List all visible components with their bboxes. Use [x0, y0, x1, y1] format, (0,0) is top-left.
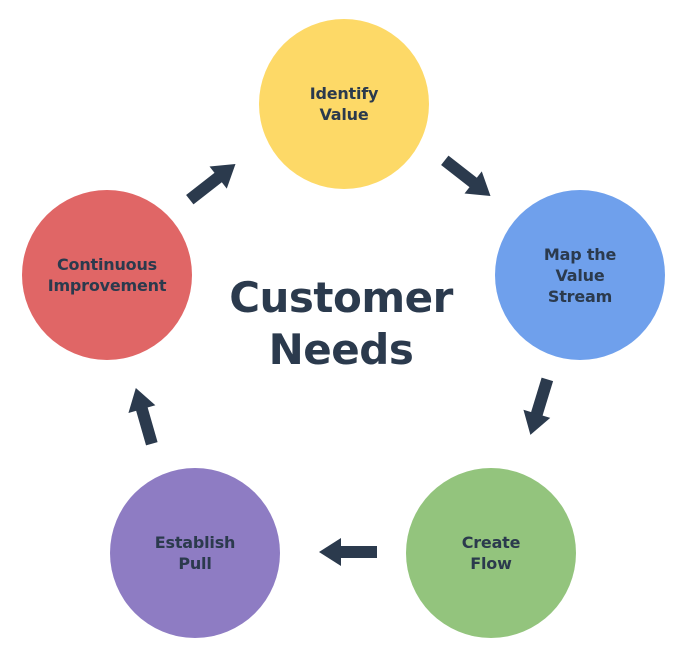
arrow-map-to-create [523, 377, 554, 435]
step-continuous-improvement: Continuous Improvement [22, 190, 192, 360]
step-label: Identify Value [309, 84, 379, 124]
step-label: Continuous Improvement [47, 255, 167, 295]
step-create-flow: Create Flow [406, 468, 576, 638]
center-title: Customer Needs [229, 273, 453, 374]
step-identify-value: Identify Value [259, 19, 429, 189]
step-label: Map the Value Stream [543, 244, 617, 306]
step-map-value-stream: Map the Value Stream [495, 190, 665, 360]
step-label: Establish Pull [154, 533, 236, 573]
arrow-continuous-to-identify [186, 163, 236, 205]
arrow-create-to-establish [319, 538, 377, 566]
arrow-identify-to-map [441, 155, 491, 197]
step-label: Create Flow [461, 533, 521, 573]
arrow-establish-to-continuous [128, 388, 158, 446]
step-establish-pull: Establish Pull [110, 468, 280, 638]
